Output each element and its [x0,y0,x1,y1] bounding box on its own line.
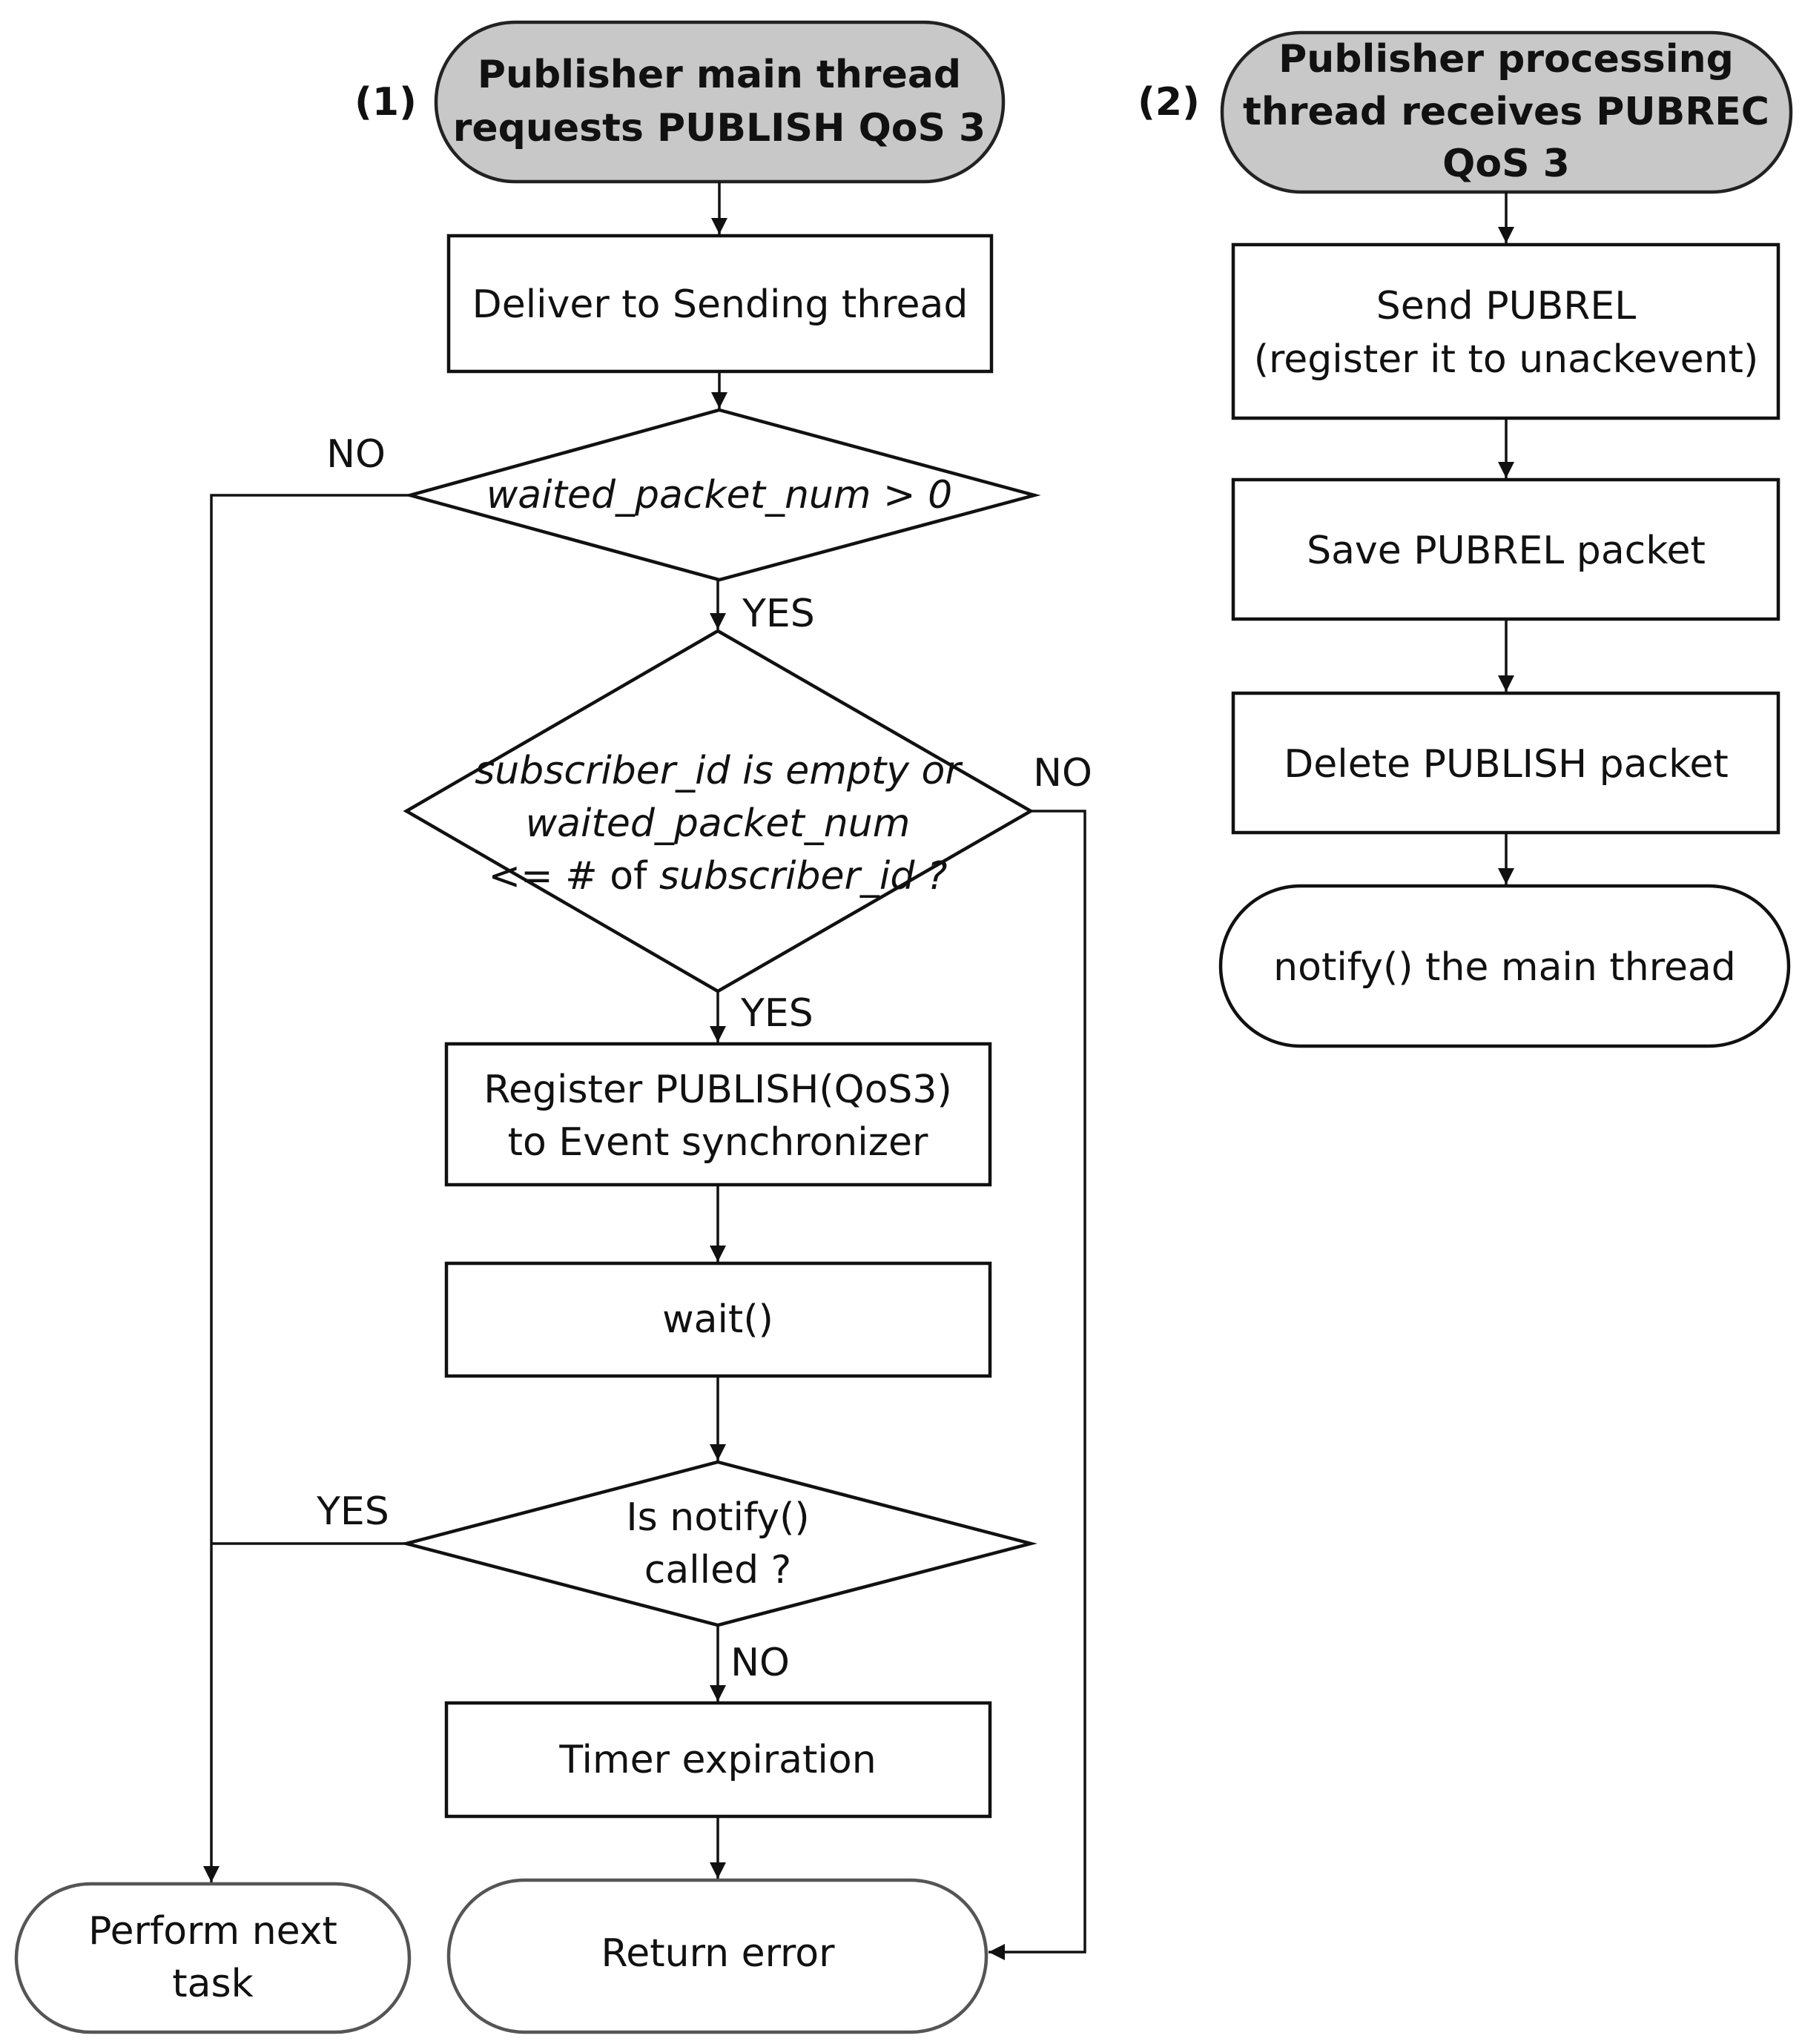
process-wait: wait() [444,1261,992,1378]
start-terminal-main-thread: Publisher main thread requests PUBLISH Q… [434,20,1006,184]
end-terminal-notify-main: notify() the main thread [1218,884,1791,1048]
notify-text: notify() the main thread [1273,945,1736,990]
perform-next-line2: task [172,1962,253,2006]
start-main-line1: Publisher main thread [478,53,961,97]
save-text: Save PUBREL packet [1307,529,1706,573]
wait-text: wait() [662,1297,773,1342]
end-terminal-perform-next: Perform next task [14,1882,412,2034]
start-processing-line2: thread receives PUBREC [1243,90,1769,134]
process-register-publish: Register PUBLISH(QoS3) to Event synchron… [444,1042,992,1187]
decision1-text: waited_packet_num > 0 [486,473,952,517]
process-delete-publish: Delete PUBLISH packet [1231,691,1780,835]
label-no-decision1: NO [326,432,386,477]
label-yes-decision3: YES [316,1489,389,1534]
arrow-decision2-no [989,810,1086,1960]
register-line1: Register PUBLISH(QoS3) [483,1068,952,1112]
decision2-line1: subscriber_id is empty or [475,749,963,793]
timer-text: Timer expiration [558,1738,876,1782]
start-terminal-processing-thread: Publisher processing thread receives PUB… [1220,30,1793,194]
deliver-text: Deliver to Sending thread [472,282,968,327]
decision2-line3: <= # of subscriber_id ? [489,854,948,899]
decision2-line3-italic: subscriber_id ? [659,854,948,899]
start-processing-line1: Publisher processing [1278,37,1734,82]
send-line1: Send PUBREL [1376,284,1637,328]
process-timer-expiration: Timer expiration [444,1701,992,1819]
flow-marker-2: (2) [1138,80,1200,125]
register-line2: to Event synchronizer [508,1120,928,1165]
start-processing-line3: QoS 3 [1442,142,1570,186]
decision2-line3-plain: <= # of [489,854,659,899]
process-send-pubrel: Send PUBREL (register it to unackevent) [1231,242,1780,420]
decision3-line1: Is notify() [626,1495,809,1540]
process-save-pubrel: Save PUBREL packet [1231,477,1780,621]
decision-notify-called: Is notify() called ? [400,1460,1037,1627]
decision-subscriber-id: subscriber_id is empty or waited_packet_… [403,629,1034,993]
label-no-decision3: NO [730,1641,790,1685]
return-error-text: Return error [601,1931,836,1976]
flow-marker-1: (1) [354,80,417,125]
decision2-line2: waited_packet_num [526,801,911,846]
decision-waited-packet: waited_packet_num > 0 [403,408,1041,582]
end-terminal-return-error: Return error [446,1878,989,2034]
delete-text: Delete PUBLISH packet [1284,742,1729,787]
label-no-decision2: NO [1033,751,1092,796]
label-yes-decision2: YES [740,991,813,1036]
label-yes-decision1: YES [742,592,815,636]
decision3-line2: called ? [644,1548,791,1592]
process-deliver: Deliver to Sending thread [446,234,994,374]
start-main-line2: requests PUBLISH QoS 3 [453,106,986,151]
perform-next-line1: Perform next [88,1909,337,1954]
arrow-decision1-no [203,494,410,1882]
send-line2: (register it to unackevent) [1254,337,1758,382]
